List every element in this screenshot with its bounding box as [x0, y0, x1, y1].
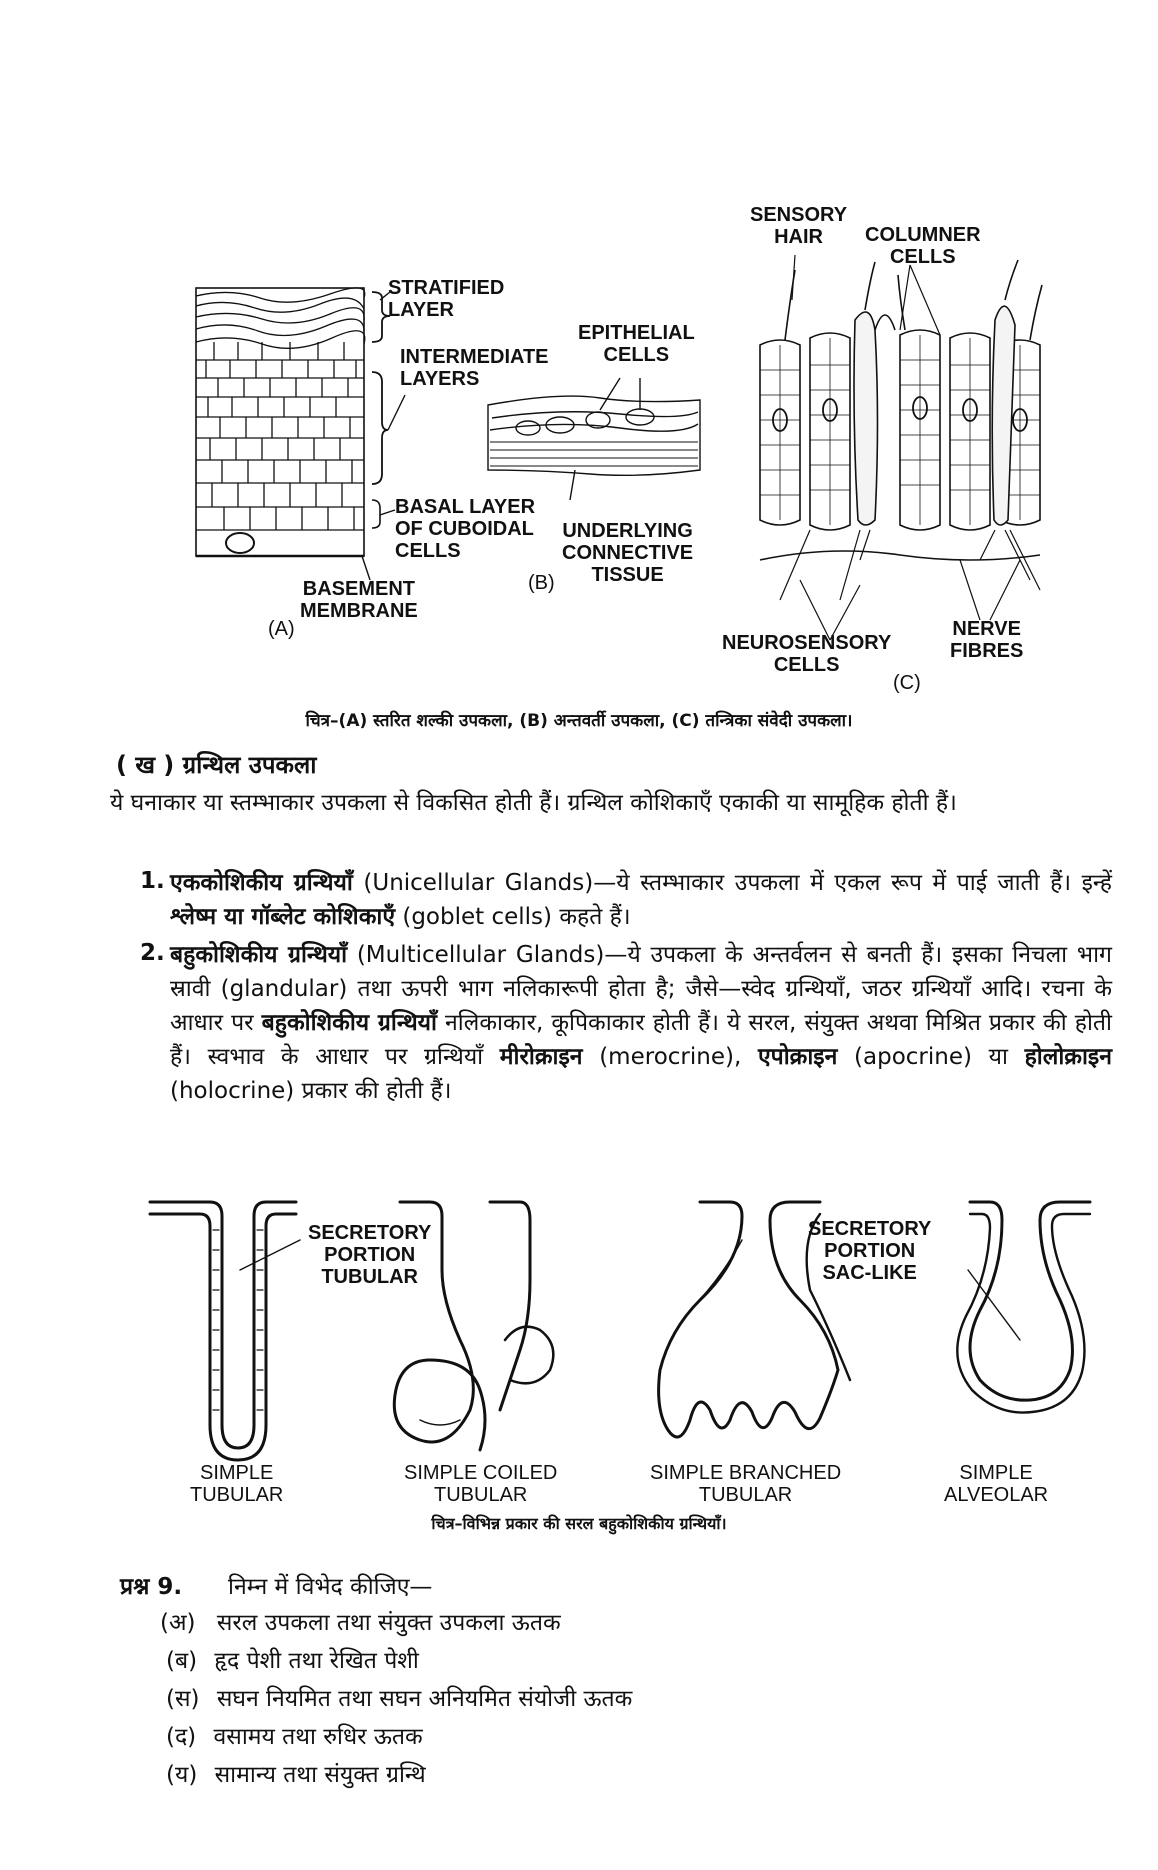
text-merocrine: (merocrine),: [582, 1044, 758, 1070]
simple-alveolar-drawing: [956, 1200, 1092, 1414]
question-item-b: (ब) हृद पेशी तथा रेखित पेशी: [166, 1644, 419, 1678]
neurosensory-epithelium-drawing: [759, 254, 1043, 641]
label-fig-c: (C): [893, 672, 921, 694]
item-number-1: 1.: [140, 868, 165, 894]
figure2-caption: चित्र–विभिन्न प्रकार की सरल बहुकोशिकीय ग…: [431, 1514, 727, 1533]
term-apocrine: एपोक्राइन: [757, 1044, 838, 1070]
term-multicellular: बहुकोशिकीय ग्रन्थियाँ: [170, 942, 348, 968]
stratified-epithelium-drawing: [195, 287, 406, 581]
label-simple-tubular: SIMPLE TUBULAR: [190, 1462, 284, 1506]
label-simple-alveolar: SIMPLE ALVEOLAR: [944, 1462, 1049, 1506]
question-item-text: सरल उपकला तथा संयुक्त उपकला ऊतक: [216, 1610, 561, 1636]
label-neurosensory-cells: NEUROSENSORY CELLS: [722, 632, 892, 676]
question-item-text: सघन नियमित तथा सघन अनियमित संयोजी ऊतक: [216, 1686, 633, 1712]
label-secretory-tubular: SECRETORY PORTION TUBULAR: [308, 1222, 432, 1288]
term-merocrine: मीरोक्राइन: [499, 1044, 583, 1070]
question-item-text: वसामय तथा रुधिर ऊतक: [213, 1724, 423, 1750]
figure1-caption: चित्र–(A) स्तरित शल्की उपकला, (B) अन्तवर…: [305, 711, 853, 731]
term-unicellular: एककोशिकीय ग्रन्थियाँ: [170, 870, 353, 896]
question-item-text: हृद पेशी तथा रेखित पेशी: [214, 1648, 419, 1674]
question-item-e: (य) सामान्य तथा संयुक्त ग्रन्थि: [166, 1758, 426, 1792]
simple-tubular-drawing: [148, 1200, 301, 1462]
label-epithelial-cells: EPITHELIAL CELLS: [578, 322, 695, 366]
text-multicellular: (Multicellular Glands)—ये उपकला के अन्तर…: [170, 942, 1112, 1036]
label-sensory-hair: SENSORY HAIR: [750, 204, 848, 248]
simple-branched-drawing: [657, 1200, 852, 1439]
simple-coiled-drawing: [392, 1200, 555, 1452]
text-goblet: (goblet cells) कहते हैं।: [395, 904, 631, 930]
transitional-epithelium-drawing: [487, 377, 701, 501]
section-intro: ये घनाकार या स्तम्भाकार उपकला से विकसित …: [110, 790, 957, 816]
question-item-a: (अ) सरल उपकला तथा संयुक्त उपकला ऊतक: [160, 1606, 561, 1640]
term-goblet: श्लेष्म या गॉब्लेट कोशिकाएँ: [170, 904, 396, 930]
term-multicellular-2: बहुकोशिकीय ग्रन्थियाँ: [261, 1010, 437, 1036]
term-holocrine: होलोक्राइन: [1024, 1044, 1112, 1070]
figure-epithelia: [195, 254, 1043, 641]
label-stratified-layer: STRATIFIED LAYER: [388, 277, 505, 321]
label-simple-branched-tubular: SIMPLE BRANCHED TUBULAR: [650, 1462, 842, 1506]
question-item-mark: (ब): [166, 1648, 198, 1674]
gland-drawings: [148, 1200, 1092, 1462]
question-item-text: सामान्य तथा संयुक्त ग्रन्थि: [214, 1762, 426, 1788]
label-intermediate-layers: INTERMEDIATE LAYERS: [400, 346, 549, 390]
label-basement-membrane: BASEMENT MEMBRANE: [300, 578, 418, 622]
label-columner-cells: COLUMNER CELLS: [865, 224, 981, 268]
label-fig-b: (B): [528, 572, 555, 594]
question-item-mark: (अ): [160, 1610, 196, 1636]
text-holocrine: (holocrine) प्रकार की होती हैं।: [170, 1078, 452, 1104]
list-item-unicellular: एककोशिकीय ग्रन्थियाँ (Unicellular Glands…: [170, 866, 1112, 934]
question-item-mark: (द): [166, 1724, 197, 1750]
question-item-c: (स) सघन नियमित तथा सघन अनियमित संयोजी ऊत…: [166, 1682, 632, 1716]
label-secretory-sac-like: SECRETORY PORTION SAC-LIKE: [808, 1218, 932, 1284]
item-number-2: 2.: [140, 940, 165, 966]
label-nerve-fibres: NERVE FIBRES: [950, 618, 1024, 662]
section-heading: ( ख ) ग्रन्थिल उपकला: [116, 751, 317, 779]
list-item-multicellular: बहुकोशिकीय ग्रन्थियाँ (Multicellular Gla…: [170, 938, 1112, 1108]
figure-glands: [148, 1200, 1092, 1462]
text-apocrine: (apocrine) या: [837, 1044, 1025, 1070]
question-item-mark: (स): [166, 1686, 200, 1712]
label-underlying-connective-tissue: UNDERLYING CONNECTIVE TISSUE: [562, 520, 694, 586]
label-basal-layer: BASAL LAYER OF CUBOIDAL CELLS: [395, 496, 536, 562]
text-multicellular-2: नलिकाकार, कूपिकाकार होती हैं। ये सरल, सं…: [170, 1010, 1112, 1070]
text-unicellular: (Unicellular Glands)—ये स्तम्भाकार उपकला…: [352, 870, 1112, 896]
label-fig-a: (A): [268, 618, 295, 640]
question-item-d: (द) वसामय तथा रुधिर ऊतक: [166, 1720, 423, 1754]
question-item-mark: (य): [166, 1762, 198, 1788]
question-prompt: निम्न में विभेद कीजिए—: [228, 1574, 433, 1600]
label-simple-coiled-tubular: SIMPLE COILED TUBULAR: [404, 1462, 558, 1506]
question-title: प्रश्न 9.: [120, 1574, 183, 1600]
